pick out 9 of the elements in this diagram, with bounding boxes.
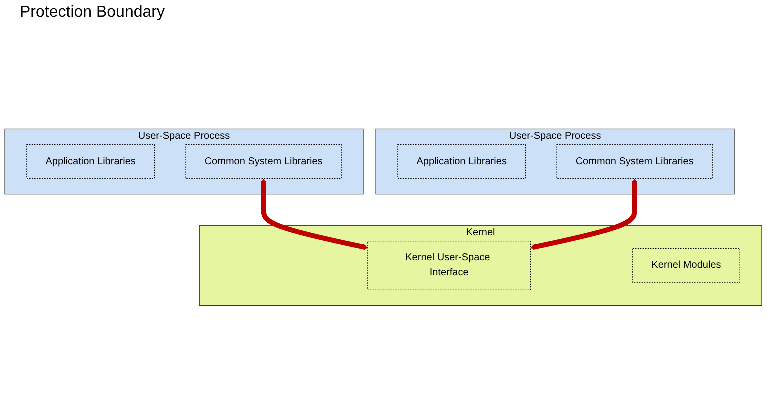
node-box: Kernel User-Space Interface xyxy=(368,240,532,290)
node-box: Application Libraries xyxy=(26,144,156,179)
arrow xyxy=(261,178,368,250)
node-box: Common System Libraries xyxy=(556,144,713,179)
node-box: Application Libraries xyxy=(398,144,526,179)
arrow xyxy=(530,178,638,250)
node-box: Common System Libraries xyxy=(186,144,342,179)
boundary-label: Protection Boundary xyxy=(20,4,165,21)
node-box: Kernel Modules xyxy=(632,248,740,283)
